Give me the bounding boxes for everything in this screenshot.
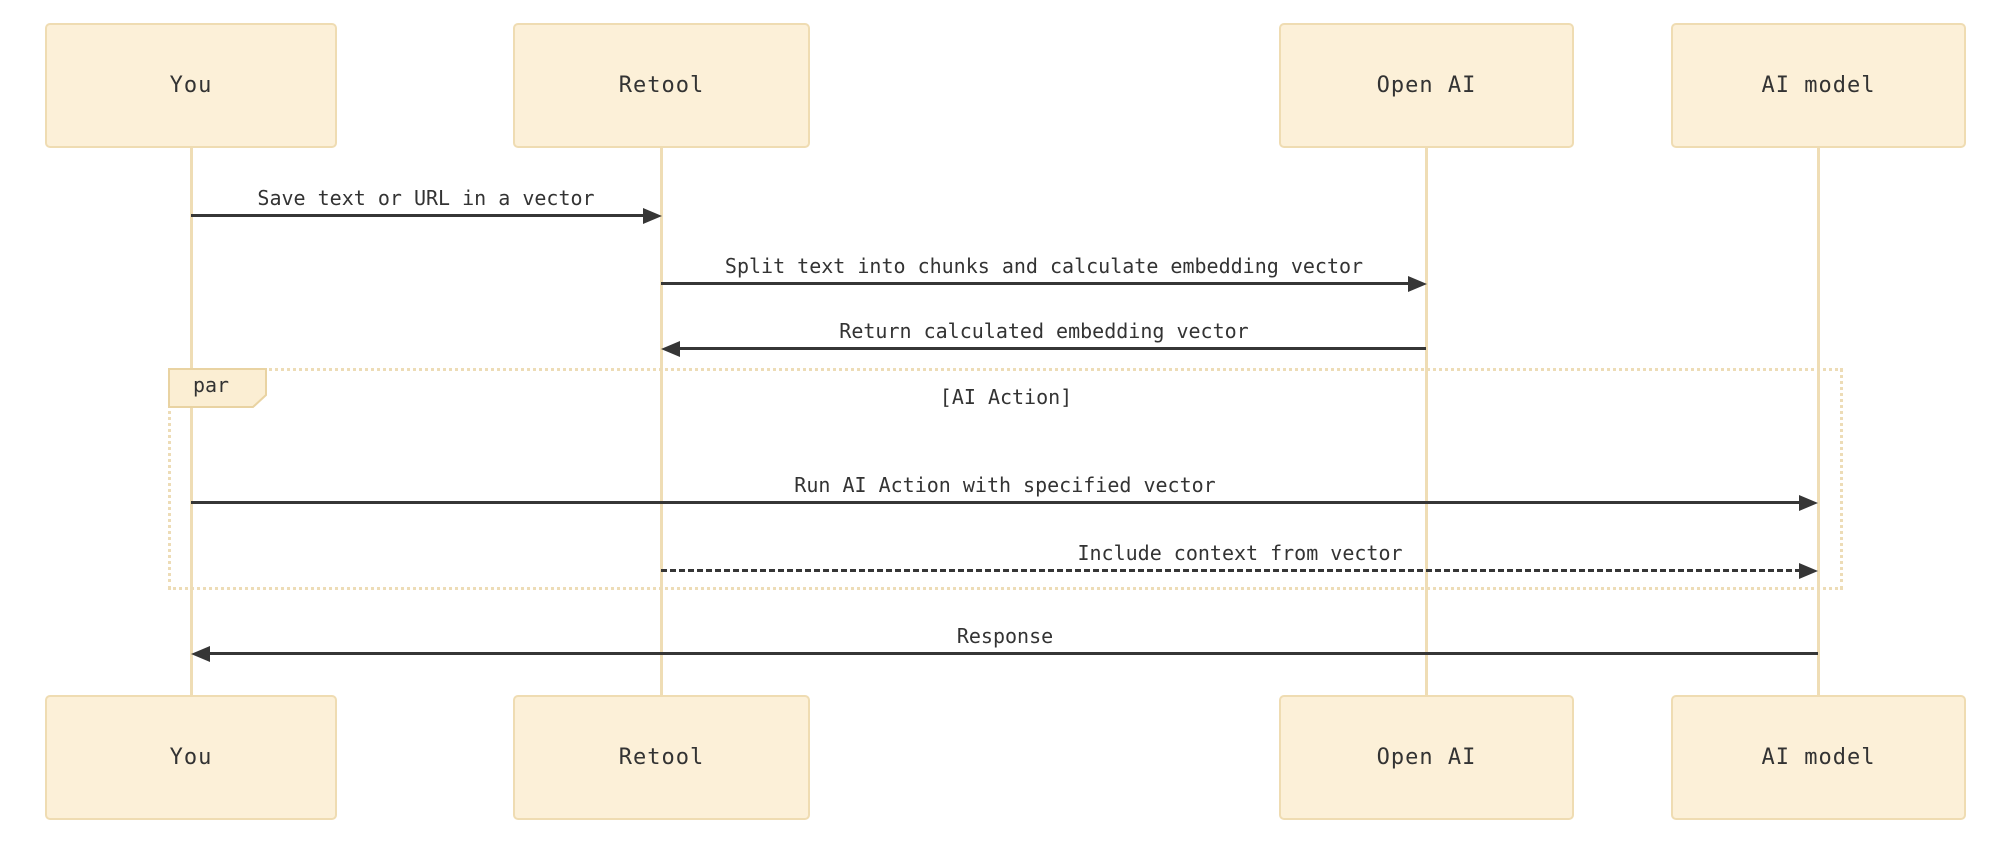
message-label-include-context: Include context from vector (1077, 541, 1403, 565)
actor-label: You (169, 745, 213, 770)
arrowhead-right-icon (1799, 563, 1818, 579)
actor-label: AI model (1761, 745, 1876, 770)
arrowhead-right-icon (1799, 495, 1818, 511)
message-line-response (209, 652, 1818, 655)
arrowhead-left-icon (661, 341, 680, 357)
arrowhead-left-icon (191, 646, 210, 662)
message-label-save-text: Save text or URL in a vector (257, 186, 595, 210)
message-line-save-text (191, 214, 646, 217)
message-label-split-text: Split text into chunks and calculate emb… (724, 254, 1364, 278)
lifeline-you (190, 148, 193, 695)
actor-top-ai-model: AI model (1671, 23, 1966, 148)
actor-label: AI model (1761, 73, 1876, 98)
par-label: par (168, 368, 268, 408)
message-line-return-vector (679, 347, 1426, 350)
lifeline-open-ai (1425, 148, 1428, 695)
par-label-shape (168, 368, 267, 408)
actor-bottom-you: You (45, 695, 337, 820)
actor-top-retool: Retool (513, 23, 810, 148)
lifeline-retool (660, 148, 663, 695)
message-line-split-text (661, 282, 1411, 285)
par-condition-label: [AI Action] (939, 385, 1073, 409)
actor-label: Open AI (1376, 745, 1477, 770)
lifeline-ai-model (1817, 148, 1820, 695)
actor-label: Retool (618, 745, 705, 770)
arrowhead-right-icon (643, 208, 662, 224)
message-line-include-context (661, 569, 1801, 572)
actor-label: Retool (618, 73, 705, 98)
arrowhead-right-icon (1408, 276, 1427, 292)
message-label-run-ai-action: Run AI Action with specified vector (794, 473, 1216, 497)
par-label-text: par (192, 373, 230, 397)
par-frame (168, 368, 1843, 590)
message-line-run-ai-action (191, 501, 1801, 504)
actor-top-open-ai: Open AI (1279, 23, 1574, 148)
message-label-return-vector: Return calculated embedding vector (839, 319, 1249, 343)
actor-label: Open AI (1376, 73, 1477, 98)
actor-top-you: You (45, 23, 337, 148)
actor-bottom-ai-model: AI model (1671, 695, 1966, 820)
actor-bottom-open-ai: Open AI (1279, 695, 1574, 820)
actor-bottom-retool: Retool (513, 695, 810, 820)
actor-label: You (169, 73, 213, 98)
message-label-response: Response (956, 624, 1054, 648)
